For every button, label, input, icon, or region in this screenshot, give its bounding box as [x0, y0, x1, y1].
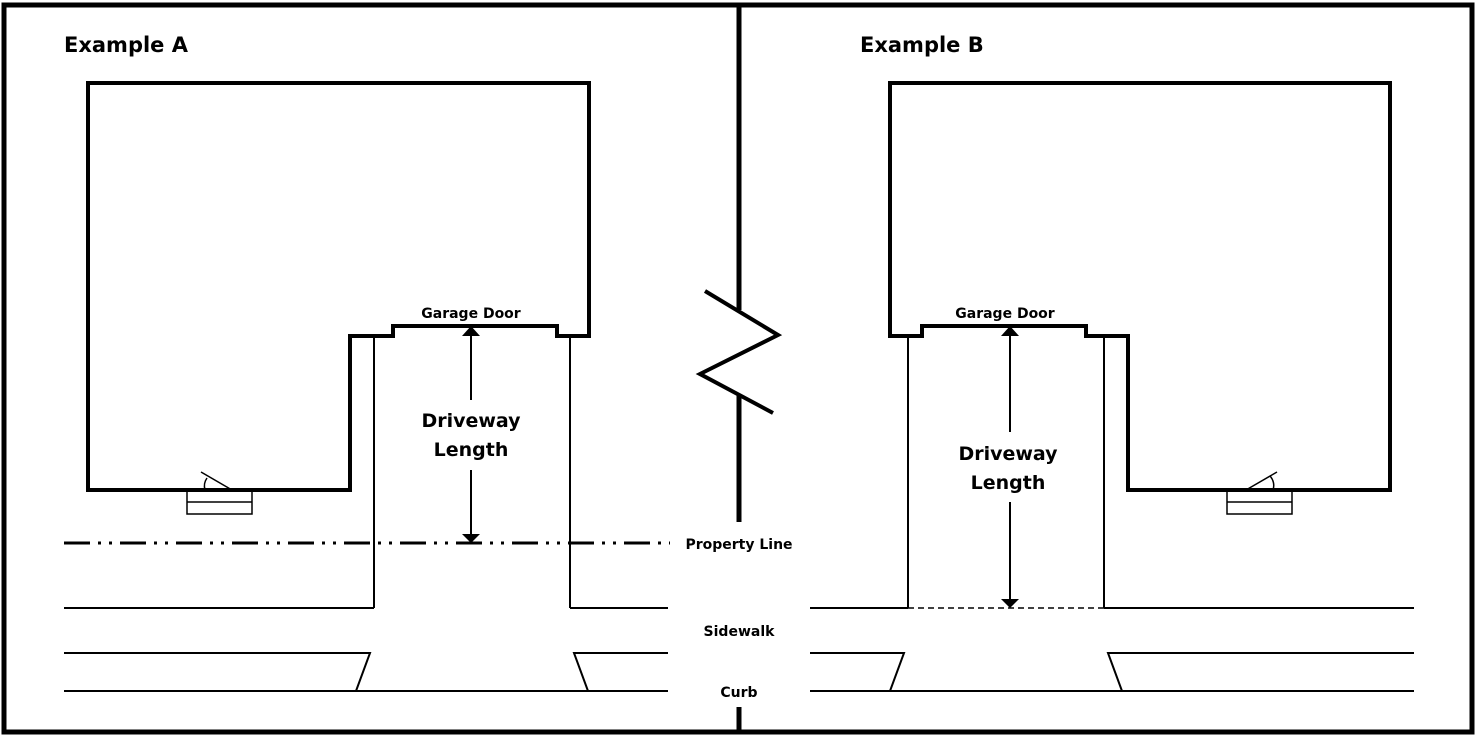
property-line-label: Property Line [685, 537, 792, 553]
example-b: Example B Garage Door Driveway Length [810, 33, 1414, 692]
entry-door-b [1226, 471, 1293, 515]
curb-top-b-left [810, 652, 906, 692]
house-b-outline [888, 81, 1392, 492]
curb-label: Curb [720, 685, 757, 701]
driveway-label-a-line1: Driveway [421, 410, 521, 432]
driveway-length-arrow-a [462, 326, 480, 543]
curb-top-a-right [572, 652, 668, 692]
curb-top-b-right [1106, 652, 1414, 692]
example-b-title: Example B [860, 33, 984, 57]
example-a-title: Example A [64, 33, 189, 57]
example-a: Example A Garage Door Driveway Length [64, 33, 670, 692]
driveway-label-b-line2: Length [971, 472, 1046, 494]
sidewalk-label: Sidewalk [704, 624, 776, 640]
garage-door-label-a: Garage Door [421, 306, 521, 322]
driveway-length-arrow-b [1001, 326, 1019, 608]
curb-top-a-left [64, 652, 372, 692]
house-a-outline [86, 81, 591, 492]
driveway-label-b-line1: Driveway [958, 443, 1058, 465]
center-divider [695, 5, 783, 732]
driveway-label-a-line2: Length [434, 439, 509, 461]
break-line-symbol [695, 289, 783, 415]
garage-door-label-b: Garage Door [955, 306, 1055, 322]
entry-door-a [186, 471, 253, 515]
